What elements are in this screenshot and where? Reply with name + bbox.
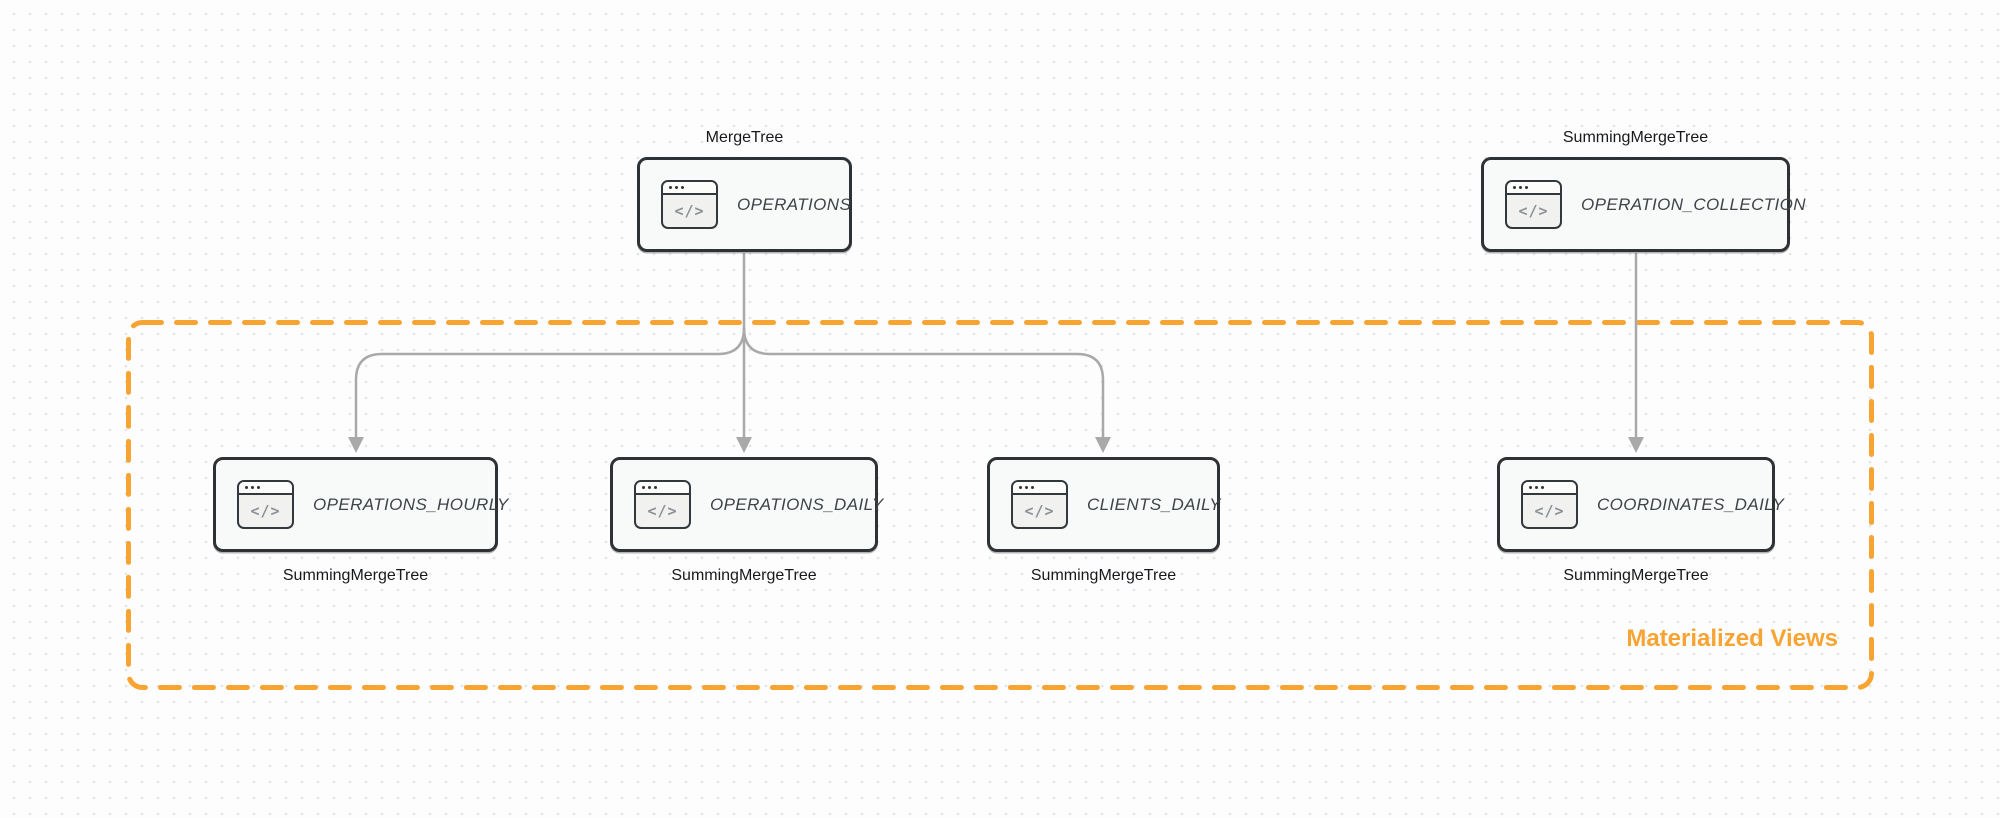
engine-label: MergeTree (705, 129, 784, 146)
code-window-icon: </> (634, 480, 691, 529)
code-glyph: </> (1518, 202, 1549, 220)
code-window-icon: </> (661, 180, 718, 229)
code-window-icon: </> (1011, 480, 1068, 529)
table-name: OPERATIONS_HOURLY (313, 494, 509, 514)
table-node-box[interactable]: </> CLIENTS_DAILY (987, 457, 1222, 552)
table-name: OPERATION_COLLECTION (1581, 194, 1806, 214)
arrowhead-icon (1628, 437, 1644, 453)
node-operations-daily[interactable]: </> OPERATIONS_DAILY SummingMergeTree (610, 457, 883, 589)
code-glyph: </> (647, 502, 678, 520)
node-coordinates-daily[interactable]: </> COORDINATES_DAILY SummingMergeTree (1497, 457, 1784, 589)
code-window-icon: </> (1521, 480, 1578, 529)
engine-label: SummingMergeTree (1563, 567, 1709, 584)
window-dots-icon (1013, 482, 1066, 495)
arrowhead-icon (1095, 437, 1111, 453)
table-node-box[interactable]: </> COORDINATES_DAILY (1497, 457, 1784, 552)
table-node-box[interactable]: </> OPERATION_COLLECTION (1481, 157, 1806, 252)
edge-operations-to-operations-hourly (354, 327, 746, 439)
window-dots-icon (1507, 182, 1560, 195)
engine-label: SummingMergeTree (1030, 567, 1177, 584)
code-glyph: </> (1534, 502, 1565, 520)
code-glyph: </> (1024, 502, 1055, 520)
node-operations[interactable]: MergeTree </> OPERATIONS (637, 125, 852, 252)
node-operation-collection[interactable]: SummingMergeTree </> OPERATION_COLLECTIO… (1481, 125, 1806, 252)
node-clients-daily[interactable]: </> CLIENTS_DAILY SummingMergeTree (987, 457, 1222, 589)
window-dots-icon (239, 482, 292, 495)
arrowhead-icon (736, 437, 752, 453)
table-node-box[interactable]: </> OPERATIONS_DAILY (610, 457, 883, 552)
code-window-icon: </> (1505, 180, 1562, 229)
table-name: COORDINATES_DAILY (1597, 494, 1785, 514)
materialized-views-group-label: Materialized Views (1626, 625, 1838, 652)
table-name: OPERATIONS_DAILY (710, 494, 884, 514)
window-dots-icon (636, 482, 689, 495)
table-node-box[interactable]: </> OPERATIONS (637, 157, 852, 252)
table-node-box[interactable]: </> OPERATIONS_HOURLY (213, 457, 508, 552)
window-dots-icon (663, 182, 716, 195)
engine-label: SummingMergeTree (671, 567, 817, 584)
window-dots-icon (1523, 482, 1576, 495)
engine-label: SummingMergeTree (1562, 129, 1709, 146)
arrowhead-icon (348, 437, 364, 453)
node-operations-hourly[interactable]: </> OPERATIONS_HOURLY SummingMergeTree (213, 457, 508, 589)
engine-label: SummingMergeTree (282, 567, 429, 584)
code-glyph: </> (674, 202, 705, 220)
edge-operations-to-clients-daily (742, 327, 1105, 439)
table-name: CLIENTS_DAILY (1087, 494, 1222, 514)
code-glyph: </> (250, 502, 281, 520)
code-window-icon: </> (237, 480, 294, 529)
table-name: OPERATIONS (737, 194, 852, 214)
